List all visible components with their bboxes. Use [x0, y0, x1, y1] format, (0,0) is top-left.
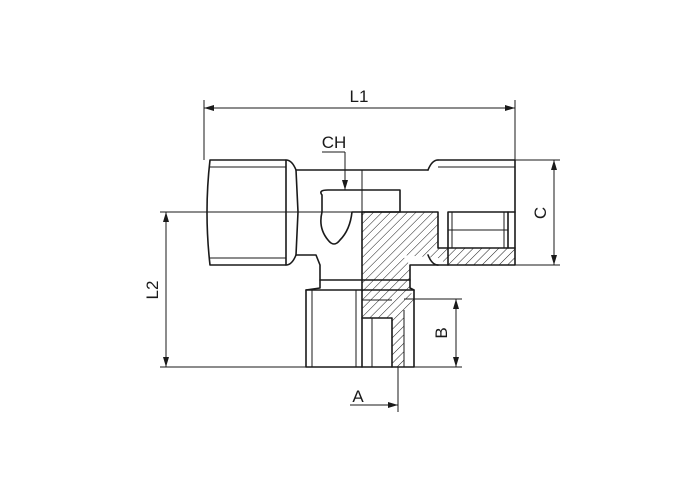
- label-b: B: [432, 327, 451, 338]
- dimension-b: [404, 298, 462, 368]
- label-c: C: [531, 207, 550, 219]
- center-lines: [214, 170, 363, 213]
- label-ch: CH: [322, 133, 347, 152]
- dimension-a: [350, 367, 399, 412]
- dimension-l2: [160, 211, 306, 368]
- label-l2: L2: [143, 281, 162, 300]
- dimension-l1: [203, 100, 516, 160]
- dimension-ch: [322, 151, 348, 190]
- dimension-c: [515, 159, 560, 266]
- right-female-port: [361, 159, 516, 280]
- label-l1: L1: [350, 87, 369, 106]
- label-a: A: [352, 387, 364, 406]
